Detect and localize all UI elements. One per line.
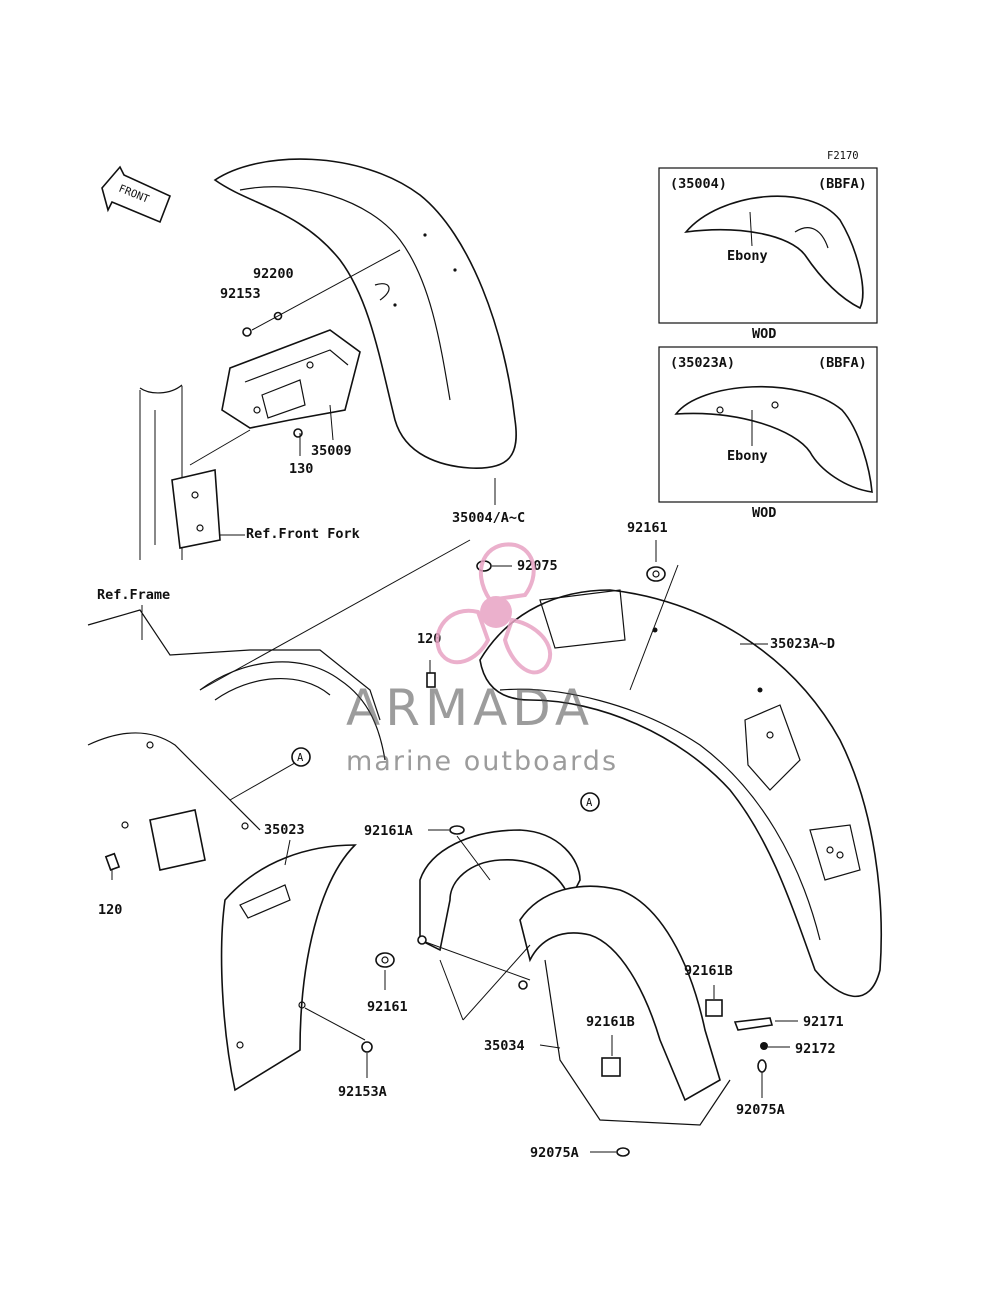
inset-2-caption: WOD [752, 505, 776, 521]
bolt-120-bottom [104, 852, 121, 871]
fender-bracket-35009 [221, 329, 361, 429]
inset-35023a: (35023A) (BBFA) Ebony WOD [658, 346, 878, 521]
fender-brace-35034 [417, 829, 731, 1126]
cap-92161a [428, 825, 491, 881]
callout-92075a-right: 92075A [736, 1102, 785, 1118]
callout-35023: 35023 [264, 822, 305, 838]
inset-1-part: (35004) [670, 176, 727, 192]
cap-92075a-bottom [590, 1147, 630, 1157]
callout-ref-frame: Ref.Frame [97, 587, 170, 603]
inset-1-color: Ebony [727, 248, 768, 264]
watermark: ARMADA marine outboards [346, 542, 618, 777]
callout-35004: 35004/A~C [452, 510, 525, 526]
callout-92161-mid: 92161 [367, 999, 408, 1015]
inset-1-code: (BBFA) [818, 176, 867, 192]
screw-92153 [242, 327, 252, 337]
frame [87, 539, 471, 880]
callout-92161a: 92161A [364, 823, 413, 839]
callout-92153: 92153 [220, 286, 261, 302]
front-fender-35004 [213, 158, 517, 469]
callout-92075a-bottom: 92075A [530, 1145, 579, 1161]
clip-92171 [733, 1017, 798, 1031]
rear-fender-35023a [479, 589, 882, 998]
callout-120-bottom: 120 [98, 902, 122, 918]
inner-fender-35023 [220, 839, 366, 1092]
callout-35034: 35034 [484, 1038, 525, 1054]
watermark-brand: ARMADA [346, 679, 594, 737]
marker-a-frame: A [291, 747, 311, 767]
inset-2-part: (35023A) [670, 355, 735, 371]
propeller-logo-icon [435, 542, 553, 675]
grommet-92161-mid [375, 952, 395, 990]
callout-92171: 92171 [803, 1014, 844, 1030]
callout-130: 130 [289, 461, 313, 477]
pad-92161b-right [705, 985, 723, 1017]
callout-92075: 92075 [517, 558, 558, 574]
front-fork [139, 384, 221, 560]
figure-code: F2170 [827, 150, 859, 162]
callout-92200: 92200 [253, 266, 294, 282]
inset-35004: (35004) (BBFA) Ebony WOD [658, 167, 878, 342]
callout-92161b-right: 92161B [684, 963, 733, 979]
pad-92161b-center [601, 1035, 621, 1077]
callout-35009: 35009 [311, 443, 352, 459]
svg-text:A: A [297, 752, 304, 764]
marker-a-fender: A [580, 792, 600, 812]
callout-92153a: 92153A [338, 1084, 387, 1100]
inset-2-color: Ebony [727, 448, 768, 464]
cap-92075a-right [757, 1059, 767, 1098]
grommet-92161-top [629, 540, 679, 691]
callout-92161-top: 92161 [627, 520, 668, 536]
screw-92153a [361, 1041, 373, 1078]
callout-92172: 92172 [795, 1041, 836, 1057]
watermark-tagline: marine outboards [346, 746, 618, 777]
bolt-130 [293, 428, 303, 438]
callout-92161b-center: 92161B [586, 1014, 635, 1030]
nut-92172 [760, 1042, 790, 1050]
bolt-120-top [426, 672, 436, 688]
callout-ref-front-fork: Ref.Front Fork [246, 526, 360, 542]
inset-1-caption: WOD [752, 326, 776, 342]
front-arrow-icon: FRONT [101, 165, 172, 224]
svg-text:A: A [586, 797, 593, 809]
inset-2-code: (BBFA) [818, 355, 867, 371]
callout-35023a: 35023A~D [770, 636, 835, 652]
callout-120-top: 120 [417, 631, 441, 647]
